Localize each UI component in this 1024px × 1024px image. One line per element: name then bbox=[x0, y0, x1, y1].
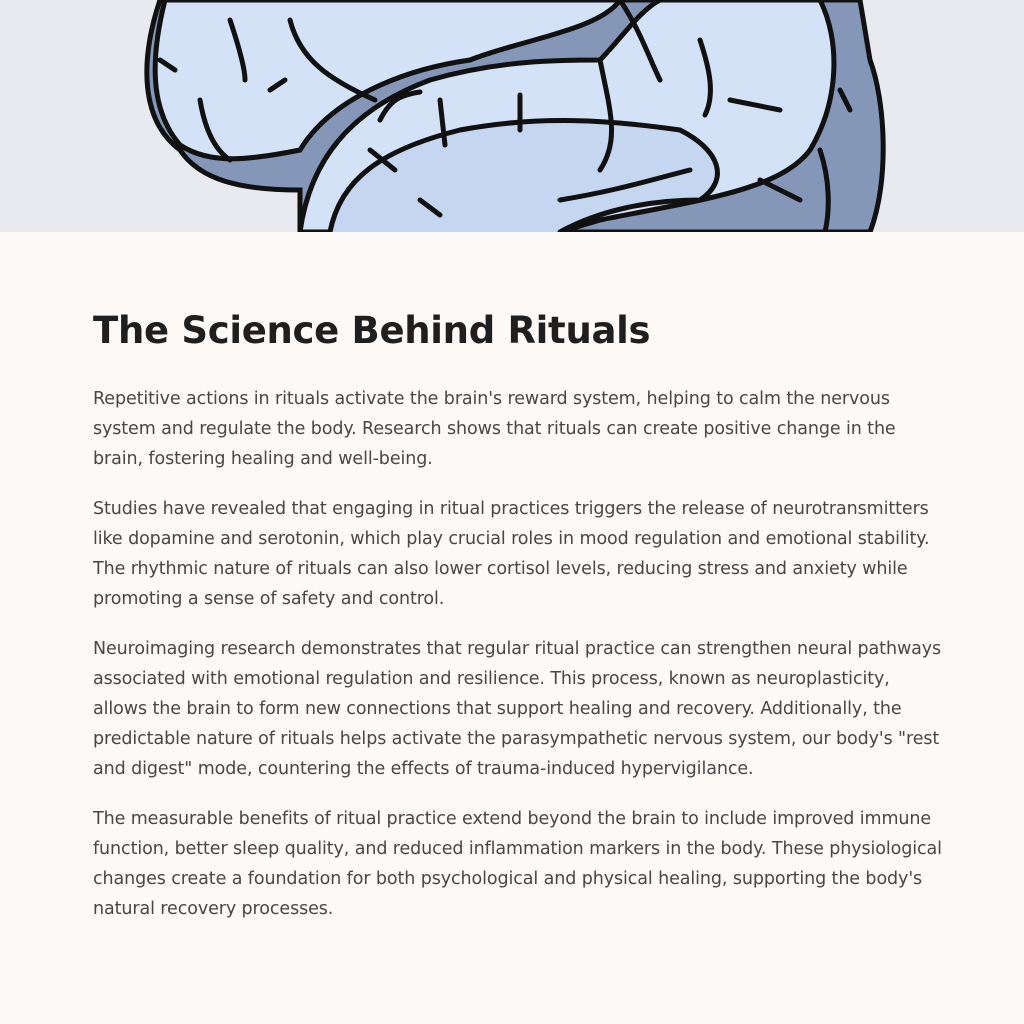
article-title: The Science Behind Rituals bbox=[93, 309, 651, 352]
hero-banner bbox=[0, 0, 1024, 232]
article-paragraph: Repetitive actions in rituals activate t… bbox=[93, 389, 896, 469]
article: The Science Behind Rituals Repetitive ac… bbox=[93, 300, 943, 944]
article-paragraph: Studies have revealed that engaging in r… bbox=[93, 499, 930, 609]
article-paragraph: The measurable benefits of ritual practi… bbox=[93, 809, 942, 919]
brain-illustration-icon bbox=[144, 0, 886, 232]
article-paragraph: Neuroimaging research demonstrates that … bbox=[93, 639, 942, 779]
